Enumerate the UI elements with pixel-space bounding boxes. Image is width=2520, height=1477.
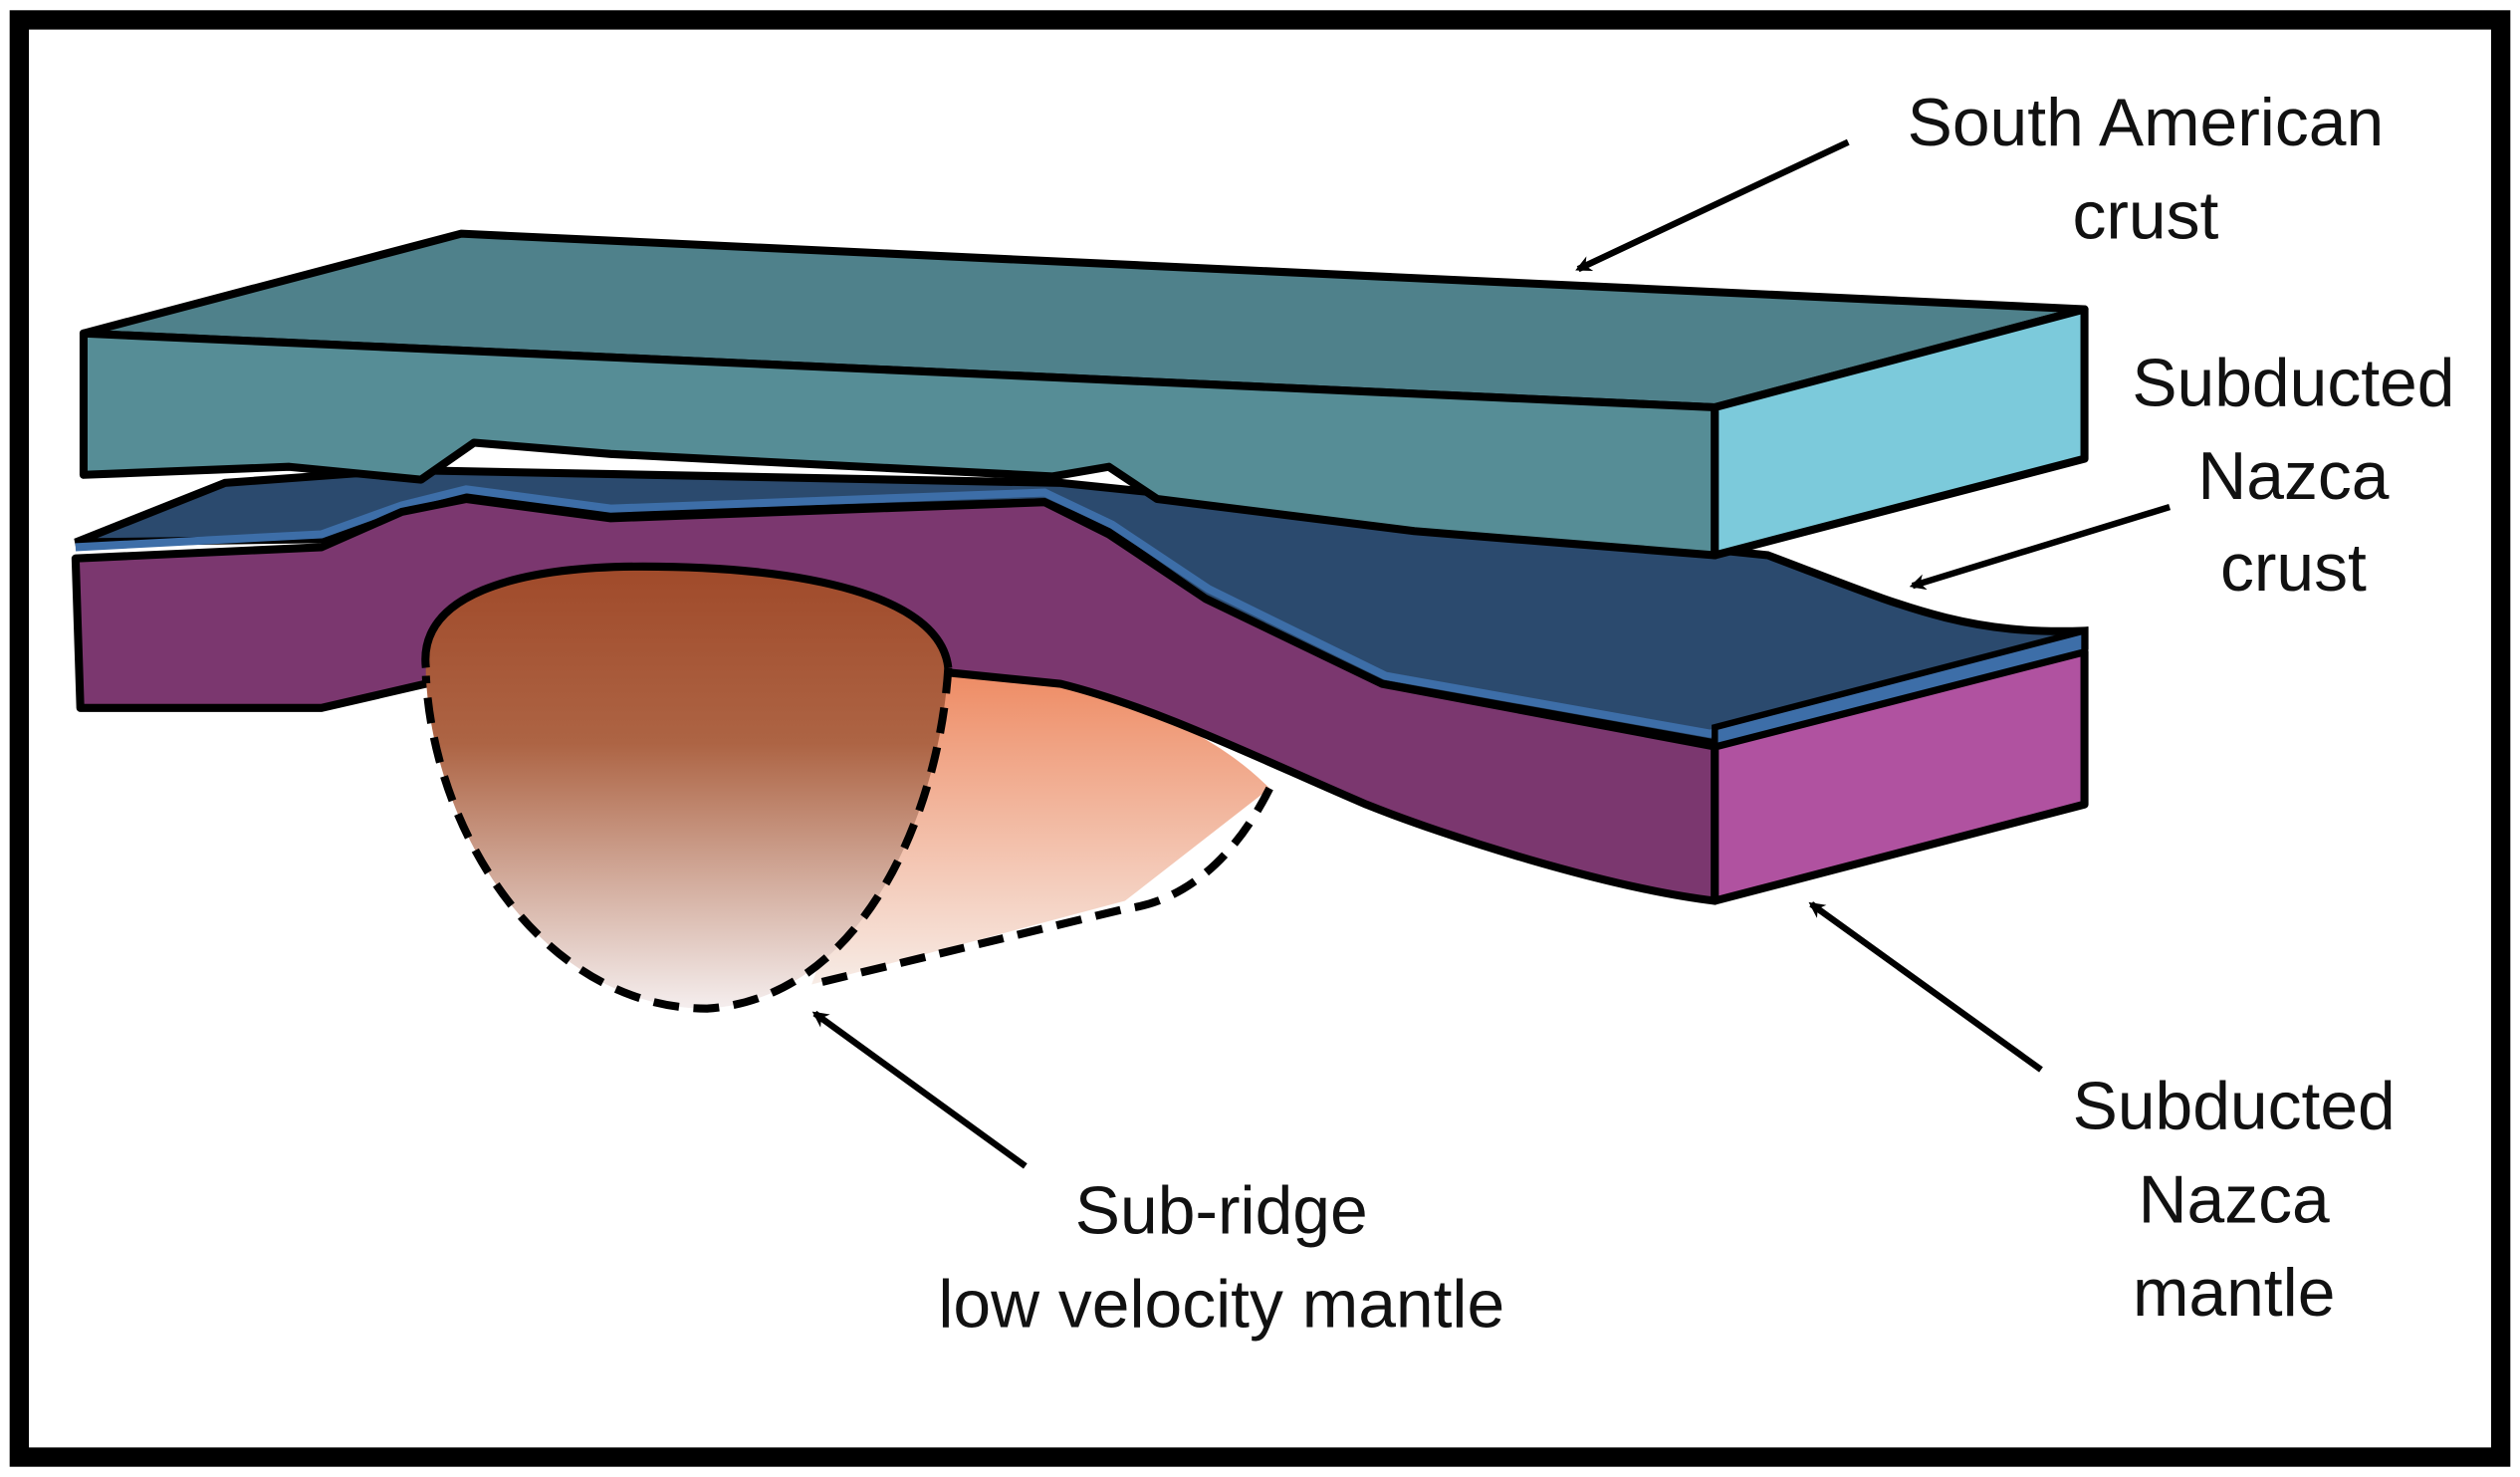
label-subducted-nazca-crust-line2: Nazca [2197, 439, 2389, 514]
label-subducted-nazca-mantle-line3: mantle [2133, 1256, 2335, 1331]
label-subducted-nazca-crust-line1: Subducted [2132, 346, 2454, 420]
anomaly-back-dashed-edge [810, 786, 1273, 989]
anomaly-front-lobe [425, 566, 949, 1009]
nazca-crust-side [1712, 626, 2088, 751]
arrow-south-american-crust [1575, 138, 1850, 273]
label-subducted-nazca-mantle-line1: Subducted [2073, 1070, 2396, 1144]
arrow-subducted-nazca-crust [1909, 503, 2172, 591]
sa-crust-side [1711, 305, 2089, 560]
label-subducted-nazca-crust-line3: crust [2220, 531, 2367, 606]
nazca-crust-edge [75, 485, 2086, 738]
label-sub-ridge-line2: low velocity mantle [938, 1267, 1504, 1342]
arrow-subducted-nazca-mantle [1808, 901, 2043, 1073]
label-south-american-crust-line2: crust [2072, 178, 2218, 253]
label-subducted-nazca-mantle-line2: Nazca [2139, 1162, 2330, 1237]
anomaly-front-dashed-edge [421, 667, 953, 1013]
anomaly-front-solid-edge [421, 562, 953, 669]
label-sub-ridge-line1: Sub-ridge [1075, 1174, 1368, 1249]
arrow-sub-ridge-mantle [811, 1010, 1028, 1169]
label-south-american-crust-line1: South American [1908, 86, 2385, 160]
